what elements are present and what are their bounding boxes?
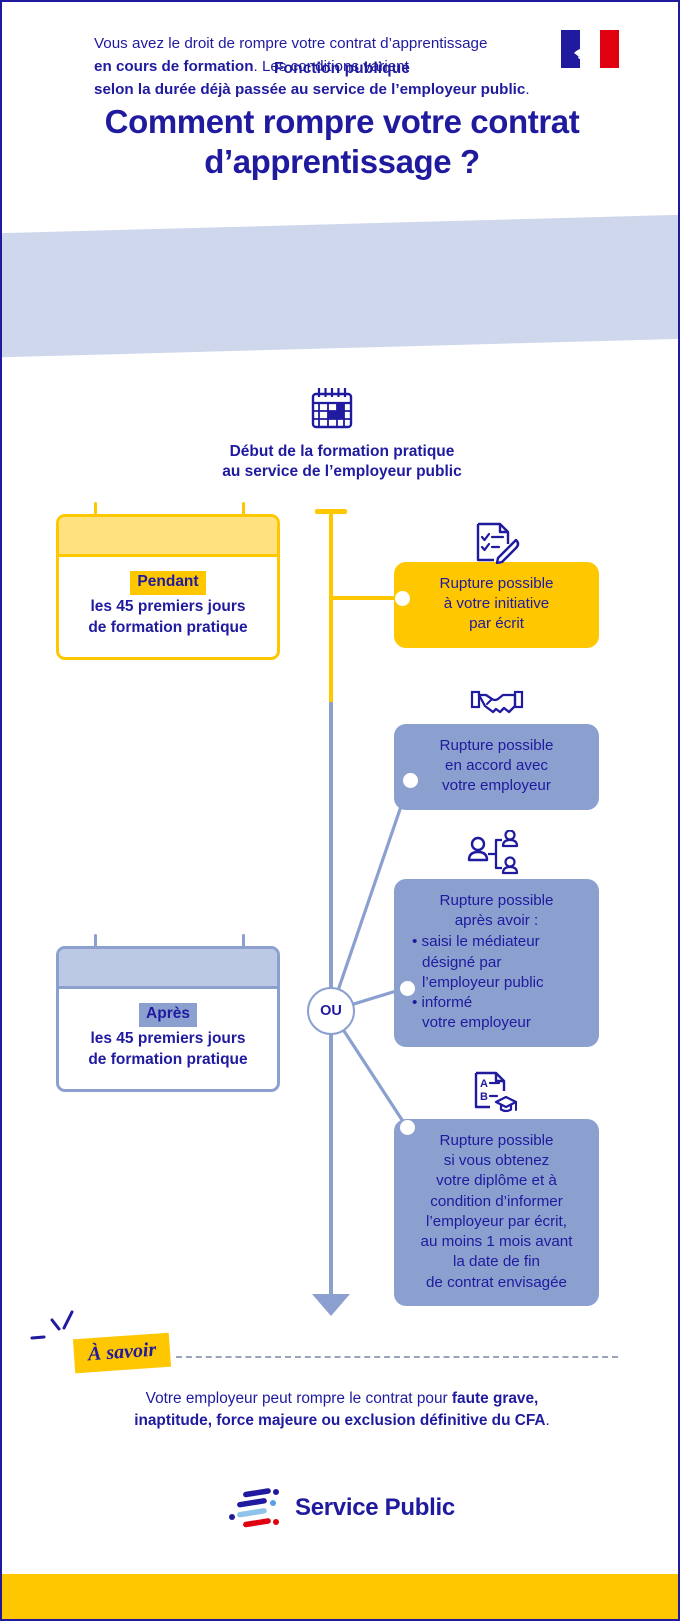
handshake-icon <box>470 690 524 714</box>
callout-bullet-cont: désigné par <box>422 953 502 971</box>
intro-text: Vous avez le droit de rompre votre contr… <box>94 32 654 101</box>
connector-knob-2 <box>403 773 418 788</box>
phase-card-line-1: les 45 premiers jours <box>90 597 246 615</box>
intro-line-3-rest: . <box>525 81 530 99</box>
callout-line: la date de fin <box>453 1253 540 1271</box>
flag-red-stripe <box>599 30 619 68</box>
sparkle-icon <box>30 1310 74 1340</box>
note-plain-2: . <box>545 1412 550 1430</box>
phase-card-line-1: les 45 premiers jours <box>90 1029 246 1047</box>
page-title: Comment rompre votre contrat d’apprentis… <box>104 103 580 181</box>
timeline-heading-line-2: au service de l’employeur public <box>222 462 462 480</box>
or-node-label: OU <box>320 1003 342 1019</box>
phase-card-apres: Après les 45 premiers jours de formation… <box>56 946 280 1092</box>
callout-bullet-cont: l’employeur public <box>422 973 544 991</box>
bottom-accent-bar <box>2 1574 678 1619</box>
svg-text:B: B <box>480 1091 488 1103</box>
a-savoir-divider <box>176 1356 618 1358</box>
callout-line: de contrat envisagée <box>425 1273 567 1291</box>
intro-line-2-bold: en cours de formation <box>94 58 254 76</box>
callout-bullet: • saisi le médiateur <box>412 933 540 951</box>
timeline-arrow-icon <box>312 1294 350 1316</box>
callout-line: si vous obtenez <box>443 1152 550 1170</box>
connector-knob-1 <box>395 591 410 606</box>
callout-line: Rupture possible <box>439 575 554 592</box>
callout-rupture-mediateur: Rupture possible après avoir : • saisi l… <box>394 879 599 1047</box>
callout-rupture-diplome: Rupture possible si vous obtenez votre d… <box>394 1119 599 1306</box>
callout-line: à votre initiative <box>443 595 550 613</box>
mediator-people-icon <box>467 830 519 875</box>
note-bold-1: faute grave, <box>451 1390 539 1407</box>
callout-bullet: • informé <box>412 994 473 1012</box>
intro-line-3-bold: selon la durée déjà passée au service de… <box>94 81 526 99</box>
note-bold-2: inaptitude, force majeure ou exclusion d… <box>134 1412 546 1430</box>
callout-line: l’employeur par écrit, <box>426 1212 567 1230</box>
callout-line: condition d’informer <box>430 1192 563 1210</box>
phase-card-line-2: de formation pratique <box>88 618 248 636</box>
callout-line: après avoir : <box>454 912 539 930</box>
callout-line: votre diplôme et à <box>436 1172 557 1190</box>
intro-line-1: Vous avez le droit de rompre votre contr… <box>94 35 488 52</box>
service-public-logo-icon <box>229 1488 279 1528</box>
timeline-heading-line-1: Début de la formation pratique <box>229 443 455 460</box>
connector-knob-4 <box>400 1120 415 1135</box>
callout-line: Rupture possible <box>439 892 554 909</box>
footer-logo[interactable]: Service Public <box>225 1486 455 1530</box>
callout-line: votre employeur <box>442 777 551 795</box>
intro-line-2-rest: . Les conditions varient <box>253 58 409 76</box>
phase-card-pendant: Pendant les 45 premiers jours de formati… <box>56 514 280 660</box>
callout-bullet-cont: votre employeur <box>422 1014 531 1032</box>
a-savoir-badge: À savoir <box>72 1332 172 1374</box>
a-savoir-text: Votre employeur peut rompre le contrat p… <box>62 1388 622 1433</box>
or-node: OU <box>307 987 355 1035</box>
checklist-pen-icon <box>476 522 520 564</box>
svg-text:A: A <box>480 1078 488 1090</box>
calendar-icon <box>311 388 353 429</box>
phase-card-body: Pendant les 45 premiers jours de formati… <box>59 557 277 657</box>
diploma-graduation-icon: A B <box>474 1071 518 1113</box>
phase-card-line-2: de formation pratique <box>88 1050 248 1068</box>
flag-blue-stripe <box>561 30 592 68</box>
marianne-icon <box>574 48 592 60</box>
callout-rupture-accord: Rupture possible en accord avec votre em… <box>394 724 599 810</box>
eyebrow-label: Fonction publique <box>273 60 410 77</box>
phase-card-tag: Pendant <box>130 571 206 595</box>
callout-line: en accord avec <box>445 757 548 775</box>
callout-line: par écrit <box>469 615 524 633</box>
callout-line: Rupture possible <box>439 1132 554 1149</box>
callout-bullet-list: • saisi le médiateur désigné par l’emplo… <box>408 932 585 1033</box>
callout-line: au moins 1 mois avant <box>420 1233 573 1251</box>
footer-logo-text: Service Public <box>295 1494 455 1521</box>
note-plain-1: Votre employeur peut rompre le contrat p… <box>145 1390 452 1407</box>
french-flag-icon <box>561 30 619 68</box>
callout-line: Rupture possible <box>439 737 554 754</box>
phase-card-band <box>59 949 277 989</box>
phase-card-body: Après les 45 premiers jours de formation… <box>59 989 277 1089</box>
callout-rupture-initiative: Rupture possible à votre initiative par … <box>394 562 599 648</box>
connector-knob-3 <box>400 981 415 996</box>
timeline-heading: Début de la formation pratique au servic… <box>92 442 592 482</box>
phase-card-band <box>59 517 277 557</box>
phase-card-tag: Après <box>139 1003 197 1027</box>
